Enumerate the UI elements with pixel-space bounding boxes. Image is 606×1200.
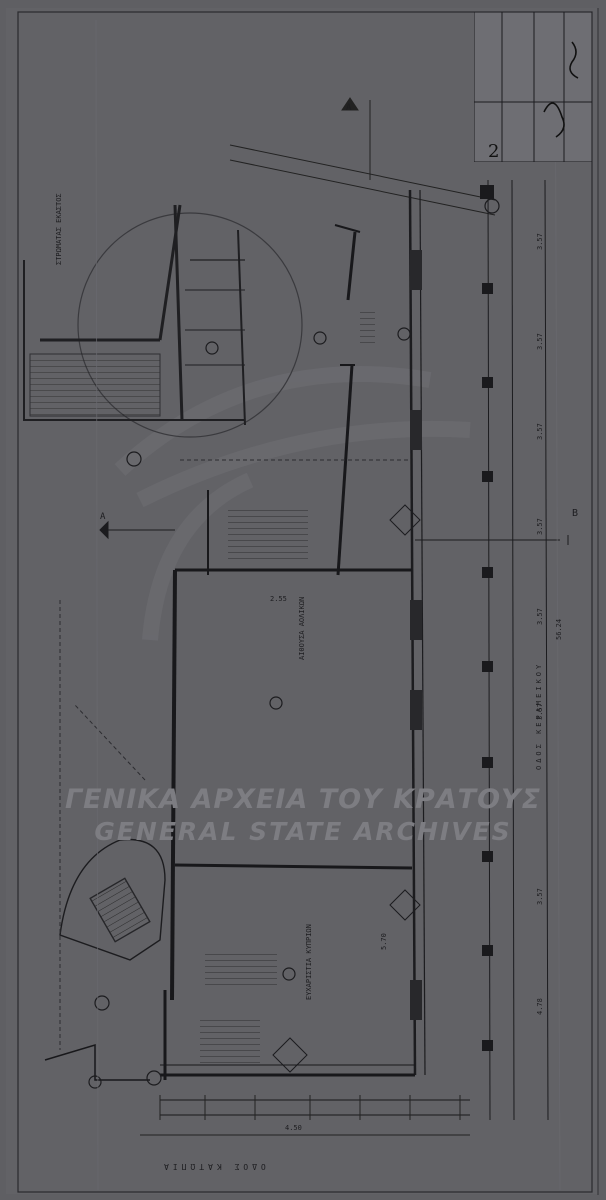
archive-watermark-greek: ΓΕΝΙΚΑ ΑΡΧΕΙΑ ΤΟΥ ΚΡΑΤΟΥΣ xyxy=(64,784,542,815)
archive-watermark-english: GENERAL STATE ARCHIVES xyxy=(94,817,512,846)
dimension-label: 3.57 xyxy=(536,233,544,250)
dimension-label: 3.57 xyxy=(536,423,544,440)
dimension-label: 4.50 xyxy=(285,1124,302,1132)
dimension-label: 3.57 xyxy=(536,518,544,535)
room-label-hall: ΑΙΘΟΥΣΑ ΑΟΛΙΚΩΝ xyxy=(298,596,306,660)
dimension-label: 3.57 xyxy=(536,888,544,905)
dimension-label: 3.57 xyxy=(536,703,544,720)
section-marker-a-top: A xyxy=(346,103,352,113)
dimension-label: 3.57 xyxy=(536,608,544,625)
section-marker-b: B xyxy=(572,508,579,519)
title-block-stamp: 2 xyxy=(474,12,592,162)
dimension-label: 3.57 xyxy=(536,333,544,350)
section-marker-a-left: A xyxy=(100,512,106,522)
dimension-label: 5.70 xyxy=(380,933,388,950)
room-label-top-left: ΣΤΡΩΜΑΤΑΣ ΕΚΑΣΤΟΣ xyxy=(55,193,63,265)
street-label-bottom: ΟΔΟΣ ΚΑΤΩΠΙΑ xyxy=(160,1162,266,1171)
dimension-label: 4.78 xyxy=(536,998,544,1015)
dimension-label: 2.55 xyxy=(270,595,287,603)
svg-text:2: 2 xyxy=(488,141,499,162)
dimension-label-total: 56.24 xyxy=(555,618,563,640)
room-label-ground: ΕΥΧΑΡΙΣΤΙΑ ΚΥΠΡΙΩΝ xyxy=(305,924,313,1000)
